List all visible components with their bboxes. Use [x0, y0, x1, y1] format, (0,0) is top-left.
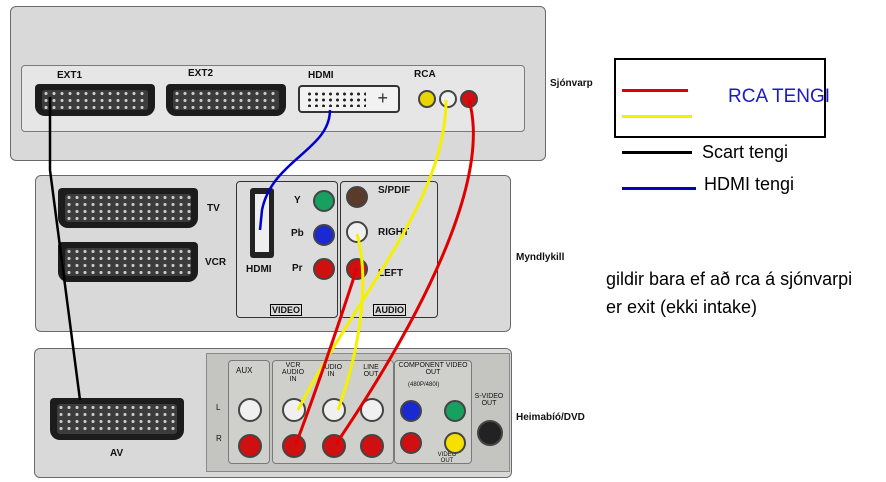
- tv-hdmi-port: +: [298, 85, 400, 113]
- legend-box: [614, 58, 826, 138]
- tv-ext1-port: [35, 84, 155, 116]
- decoder-tv-port: [58, 188, 198, 228]
- legend-blue-line: [622, 187, 696, 190]
- tv-ext2-label: EXT2: [188, 68, 214, 79]
- decoder-right-label: RIGHT: [378, 227, 410, 238]
- decoder-name: Myndlykill: [516, 252, 565, 263]
- dvd-component-y-port: [444, 400, 466, 422]
- tv-ext1-label: EXT1: [57, 70, 83, 81]
- decoder-y-port: [313, 190, 335, 212]
- dvd-vcr-r-port: [282, 434, 306, 458]
- tv-ext2-port: [166, 84, 286, 116]
- legend-hdmi-label: HDMI tengi: [704, 174, 795, 194]
- tv-rca-white: [439, 90, 457, 108]
- legend-red-line: [622, 89, 688, 92]
- dvd-component-sub-label: (480P/480I): [408, 382, 440, 388]
- legend-rca-label: RCA TENGI: [728, 86, 831, 107]
- dvd-vcr-l-port: [282, 398, 306, 422]
- tv-rca-red: [460, 90, 478, 108]
- dvd-av-port: [50, 398, 184, 440]
- tv-rca-label: RCA: [414, 69, 436, 80]
- decoder-pr-label: Pr: [292, 263, 303, 274]
- dvd-line-out-l-port: [360, 398, 384, 422]
- decoder-audio-label: AUDIO: [373, 304, 406, 316]
- dvd-r-label: R: [216, 434, 222, 443]
- decoder-spdif-port: [346, 186, 368, 208]
- tv-rca-yellow: [418, 90, 436, 108]
- legend-black-line: [622, 151, 692, 154]
- decoder-left-port: [346, 258, 368, 280]
- decoder-left-label: LEFT: [378, 268, 403, 279]
- tv-hdmi-label: HDMI: [308, 70, 334, 81]
- connection-note: gildir bara ef að rca á sjónvarpi er exi…: [606, 269, 853, 317]
- dvd-name: Heimabíó/DVD: [516, 412, 585, 423]
- decoder-hdmi-label: HDMI: [246, 264, 272, 275]
- dvd-svideo-port: [477, 420, 503, 446]
- decoder-y-label: Y: [294, 195, 301, 206]
- dvd-l-label: L: [216, 403, 221, 412]
- decoder-vcr-port: [58, 242, 198, 282]
- legend-yellow-line: [622, 115, 692, 118]
- dvd-vcr-audio-in-label: VCR AUDIO IN: [281, 362, 305, 383]
- dvd-audio-in-label: AUDIO IN: [319, 364, 343, 378]
- decoder-hdmi-port: [250, 188, 274, 258]
- legend-scart-label: Scart tengi: [702, 142, 789, 162]
- dvd-component-pb-port: [400, 400, 422, 422]
- decoder-right-port: [346, 221, 368, 243]
- decoder-spdif-label: S/PDIF: [378, 185, 411, 196]
- dvd-audio-in-r-port: [322, 434, 346, 458]
- dvd-line-out-label: LINE OUT: [363, 364, 379, 378]
- dvd-aux-label: AUX: [236, 366, 253, 375]
- dvd-video-out-port: [444, 432, 466, 454]
- dvd-aux-r-port: [238, 434, 262, 458]
- decoder-pr-port: [313, 258, 335, 280]
- dvd-audio-in-l-port: [322, 398, 346, 422]
- dvd-component-pr-port: [400, 432, 422, 454]
- dvd-line-out-r-port: [360, 434, 384, 458]
- tv-name: Sjónvarp: [550, 78, 593, 89]
- dvd-component-label: COMPONENT VIDEO OUT: [398, 362, 468, 376]
- dvd-svideo-label: S-VIDEO OUT: [474, 393, 504, 407]
- dvd-aux-l-port: [238, 398, 262, 422]
- decoder-tv-label: TV: [207, 203, 220, 214]
- decoder-pb-label: Pb: [291, 228, 304, 239]
- decoder-video-label: VIDEO: [270, 304, 303, 316]
- decoder-pb-port: [313, 224, 335, 246]
- decoder-vcr-label: VCR: [205, 257, 227, 268]
- dvd-video-out-label: VIDEO OUT: [437, 452, 457, 464]
- dvd-av-label: AV: [110, 448, 124, 459]
